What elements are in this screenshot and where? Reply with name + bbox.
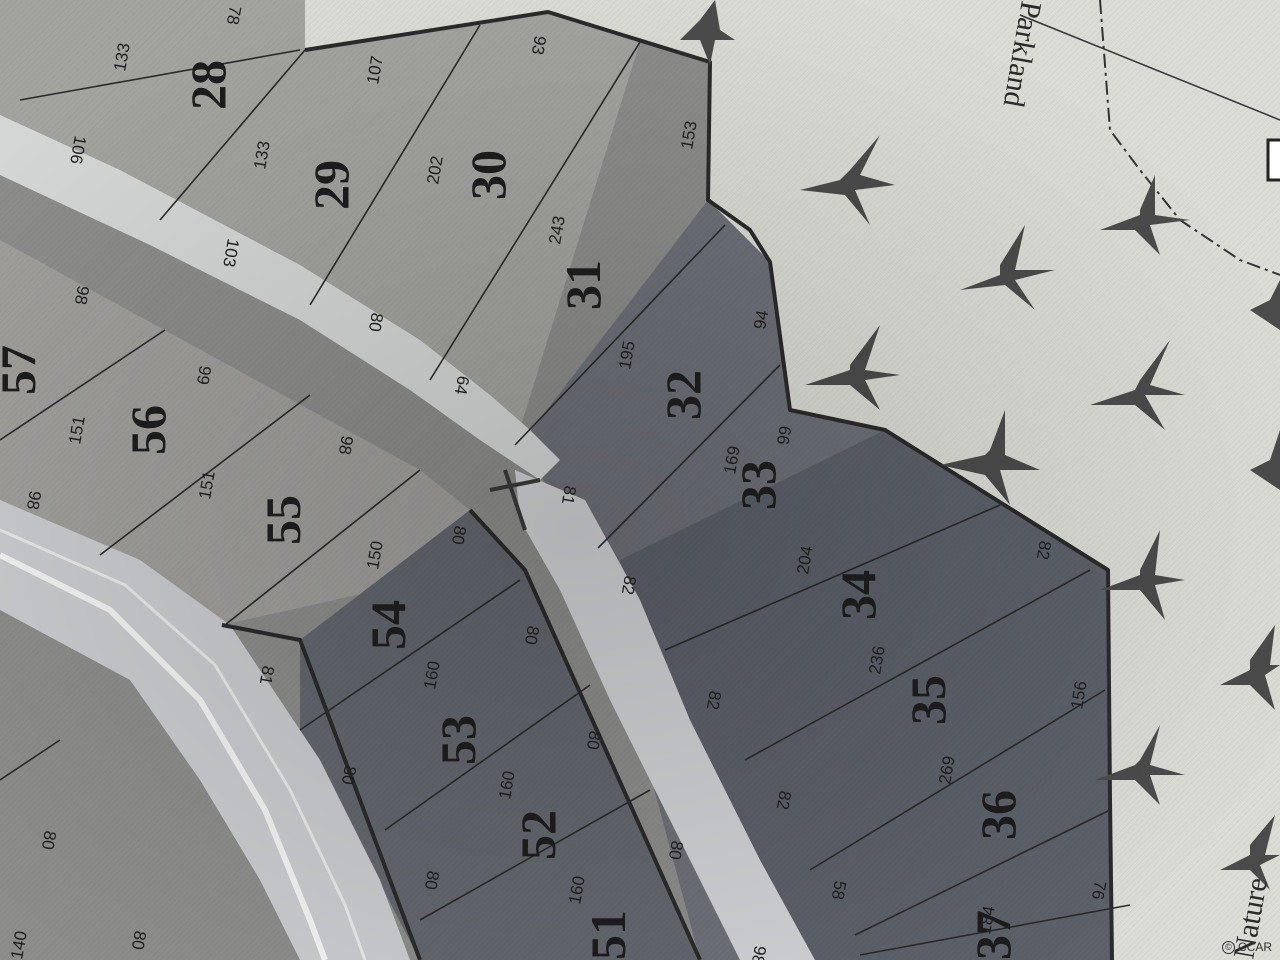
dimension-label: 82 xyxy=(618,574,640,596)
dimension-label: 269 xyxy=(935,754,959,785)
dimension-label: 80 xyxy=(521,624,543,646)
dimension-label: 151 xyxy=(195,469,219,500)
dimension-label: 98 xyxy=(71,284,93,306)
dimension-label: 160 xyxy=(495,769,519,800)
dimension-label: 204 xyxy=(793,544,817,575)
dimension-label: 80 xyxy=(128,929,150,951)
lot-number: 52 xyxy=(510,810,566,860)
dimension-label: 80 xyxy=(665,839,687,861)
dimension-label: 82 xyxy=(703,689,725,711)
dimension-label: 169 xyxy=(720,444,744,475)
lot-number: 32 xyxy=(655,370,711,420)
dimension-label: 133 xyxy=(110,41,134,72)
lot-numbers: 28 29 30 31 32 33 34 35 36 37 51 52 53 5… xyxy=(0,60,1026,960)
dimension-label: 80 xyxy=(365,311,387,333)
dimension-label: 58 xyxy=(828,879,850,901)
dimension-label: 151 xyxy=(65,414,89,445)
lot-number: 35 xyxy=(900,675,956,725)
dimension-label: 140 xyxy=(7,929,31,960)
lot-number: 53 xyxy=(430,715,486,765)
dimension-label: 107 xyxy=(363,54,387,85)
dimension-label: 80 xyxy=(38,829,60,851)
watermark: © CCAR xyxy=(1221,940,1272,954)
dimension-label: 195 xyxy=(615,339,639,370)
lot-number: 56 xyxy=(120,405,176,455)
lot-dimensions: 78 133 106 107 133 103 93 202 80 153 243… xyxy=(7,4,1110,960)
dimension-label: 94 xyxy=(750,309,772,331)
copyright-icon: © xyxy=(1221,940,1235,954)
dimension-label: 160 xyxy=(565,874,589,905)
lot-number: 31 xyxy=(555,260,611,310)
dimension-label: 80 xyxy=(583,729,605,751)
dimension-label: 184 xyxy=(975,904,999,935)
lot-number: 29 xyxy=(303,160,359,210)
dimension-label: 82 xyxy=(773,789,795,811)
lot-number: 51 xyxy=(580,910,636,960)
lot-number: 30 xyxy=(460,150,516,200)
dimension-label: 98 xyxy=(335,434,357,456)
dimension-label: 202 xyxy=(423,154,447,185)
dimension-label: 243 xyxy=(545,214,569,245)
lot-number: 57 xyxy=(0,345,46,395)
lot-number: 37 xyxy=(965,910,1021,960)
dimension-label: 66 xyxy=(773,424,795,446)
dimension-label: 81 xyxy=(558,484,580,506)
dimension-label: 80 xyxy=(421,869,443,891)
dimension-label: 150 xyxy=(363,539,387,570)
dimension-label: 98 xyxy=(23,489,45,511)
watermark-text: CCAR xyxy=(1237,940,1272,954)
dimension-label: 160 xyxy=(420,659,444,690)
dimension-label: 76 xyxy=(1088,879,1110,901)
dimension-label: 80 xyxy=(448,524,470,546)
dimension-label: 64 xyxy=(451,374,473,396)
dimension-label: 80 xyxy=(338,764,360,786)
dimension-label: 153 xyxy=(677,119,701,150)
lot-number: 33 xyxy=(730,460,786,510)
dimension-label: 93 xyxy=(528,34,550,56)
dimension-label: 78 xyxy=(223,4,245,26)
dimension-label: 156 xyxy=(1067,679,1091,710)
dimension-label: 133 xyxy=(250,139,274,170)
dimension-label: 236 xyxy=(865,644,889,675)
dimension-label: 106 xyxy=(66,134,90,165)
lot-number: 55 xyxy=(255,495,311,545)
dimension-label: 98 xyxy=(748,944,770,960)
lot-number: 54 xyxy=(360,600,416,650)
lot-number: 36 xyxy=(970,790,1026,840)
dimension-label: 103 xyxy=(219,237,243,268)
dimension-label: 81 xyxy=(256,664,278,686)
dimension-label: 82 xyxy=(1033,539,1055,561)
lot-number: 28 xyxy=(180,60,236,110)
dimension-label: 99 xyxy=(193,364,215,386)
lot-number: 34 xyxy=(830,570,886,620)
